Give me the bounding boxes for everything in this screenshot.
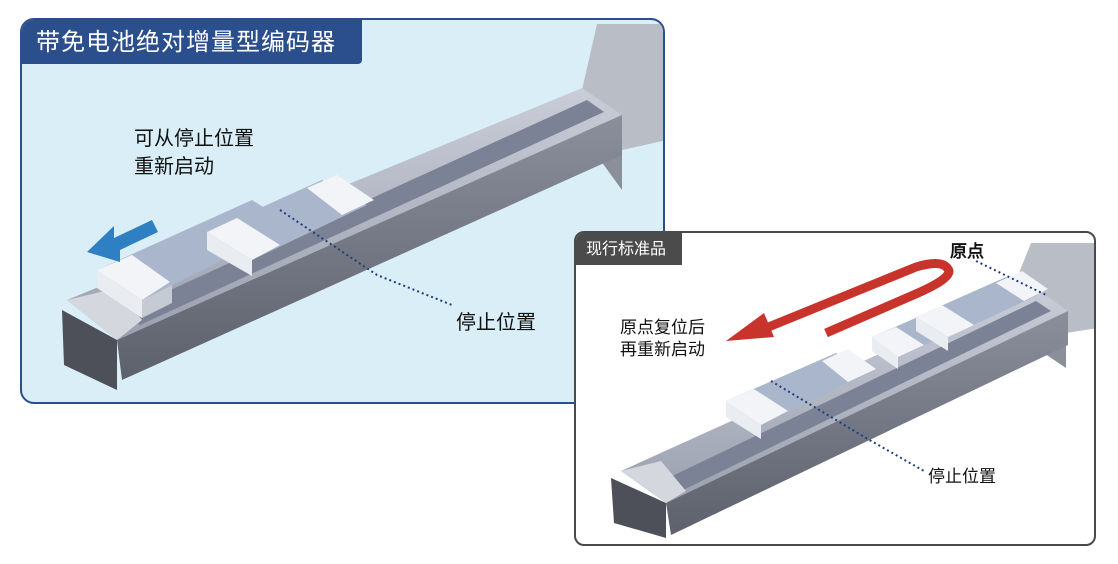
slider-front [726, 349, 876, 439]
stop-position-leader-line-right [770, 380, 925, 472]
end-block-near [611, 478, 666, 538]
stop-position-label: 停止位置 [928, 467, 996, 487]
actuator-illustration-right [611, 243, 1094, 538]
stop-position-label: 停止位置 [456, 310, 536, 334]
current-standard-panel: 现行标准品 原点 原点复位后 再重新启动 停止位置 [574, 231, 1096, 546]
rail-side [666, 311, 1068, 535]
red-return-arrow [764, 259, 954, 338]
end-block-near [62, 310, 117, 390]
restart-from-stop-label-line1: 可从停止位置 [134, 126, 254, 150]
stop-position-leader-line-left [279, 209, 453, 306]
actuator-illustration-left [62, 24, 663, 390]
battery-free-encoder-panel: 带免电池绝对增量型编码器 可从停止位置 重新启动 停止位置 [20, 18, 665, 404]
restart-after-homing-label-line2: 再重新启动 [620, 340, 705, 360]
restart-from-stop-label-line2: 重新启动 [134, 154, 214, 178]
slider-rear [207, 175, 374, 276]
panel-title: 带免电池绝对增量型编码器 [22, 20, 362, 64]
slider-origin-rear [916, 271, 1048, 351]
blue-direction-arrow [87, 220, 158, 262]
rail-side [117, 115, 622, 380]
end-block-near-top [621, 461, 686, 503]
panel-title: 现行标准品 [576, 233, 683, 265]
rail-slot [666, 301, 1051, 491]
red-arrow-head [726, 313, 774, 341]
restart-after-homing-label-line1: 原点复位后 [620, 318, 705, 338]
end-block-far [1011, 243, 1094, 333]
origin-label: 原点 [950, 242, 984, 262]
